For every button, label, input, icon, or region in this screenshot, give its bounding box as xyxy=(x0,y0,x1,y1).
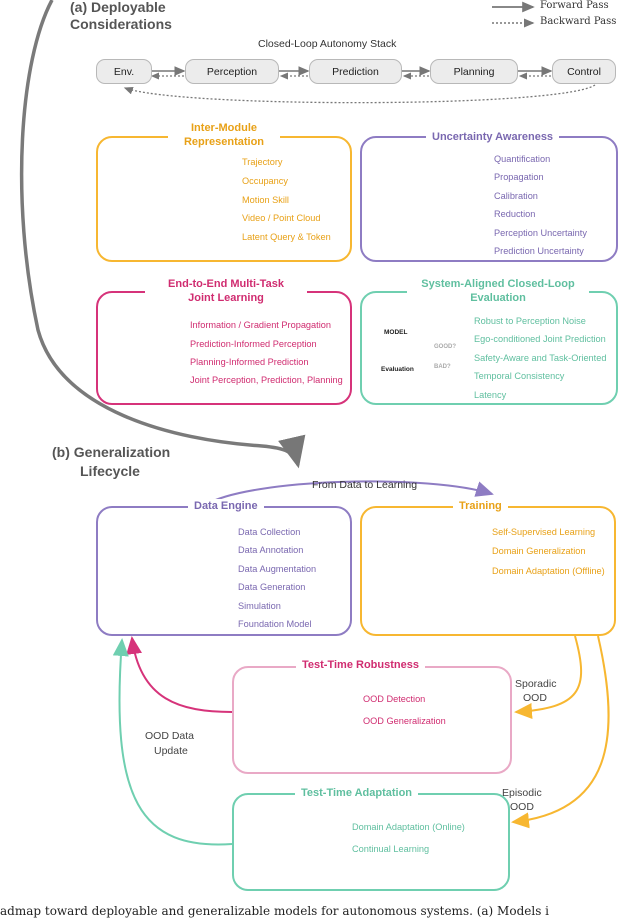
inter-module-item: Trajectory xyxy=(242,157,283,167)
eval-icon-model: MODEL xyxy=(384,329,408,336)
data-engine-box xyxy=(96,506,352,636)
data-engine-item: Data Collection xyxy=(238,527,301,537)
e2e-item: Joint Perception, Prediction, Planning xyxy=(190,375,343,385)
eval-box xyxy=(360,291,618,405)
data-engine-title: Data Engine xyxy=(188,499,264,514)
robustness-item: OOD Detection xyxy=(363,694,426,704)
eval-icon-bad: BAD? xyxy=(434,364,451,370)
inter-module-item: Occupancy xyxy=(242,176,288,186)
data-to-learning-arrow xyxy=(204,480,494,506)
section-b-label-line1: (b) Generalization xyxy=(52,444,171,460)
uncertainty-item: Quantification xyxy=(494,154,551,164)
sporadic-label-line1: Sporadic xyxy=(515,678,557,690)
section-a-label-line2: Considerations xyxy=(70,16,172,32)
adaptation-item: Domain Adaptation (Online) xyxy=(352,822,465,832)
inter-module-title-line2: Representation xyxy=(183,136,265,149)
adaptation-box xyxy=(232,793,510,891)
e2e-title-line1: End-to-End Multi-Task xyxy=(168,278,284,290)
eval-title-line1: System-Aligned Closed-Loop xyxy=(421,278,575,290)
uncertainty-item: Reduction xyxy=(494,209,536,219)
data-engine-item: Data Generation xyxy=(238,582,306,592)
data-engine-item: Simulation xyxy=(238,601,281,611)
sporadic-label-line2: OOD xyxy=(523,692,547,704)
ood-update-label-line1: OOD Data xyxy=(145,730,195,742)
training-title: Training xyxy=(453,499,508,514)
training-item: Domain Generalization xyxy=(492,546,586,556)
uncertainty-item: Prediction Uncertainty xyxy=(494,246,584,256)
stack-node-env: Env. xyxy=(96,59,152,84)
training-item: Self-Supervised Learning xyxy=(492,527,596,537)
e2e-item: Information / Gradient Propagation xyxy=(190,320,331,330)
eval-item: Safety-Aware and Task-Oriented xyxy=(474,353,607,363)
inter-module-box xyxy=(96,136,352,262)
robustness-title: Test-Time Robustness xyxy=(296,658,425,673)
legend-backward-label: Backward Pass xyxy=(540,16,617,27)
eval-icon-good: GOOD? xyxy=(434,344,456,350)
robustness-box xyxy=(232,666,512,774)
stack-node-perception: Perception xyxy=(185,59,279,84)
section-b-label-line2: Lifecycle xyxy=(80,463,140,479)
episodic-label-line1: Episodic xyxy=(502,787,542,799)
ood-update-arrow xyxy=(112,638,233,846)
caption: admap toward deployable and generalizabl… xyxy=(0,904,549,918)
uncertainty-title: Uncertainty Awareness xyxy=(426,130,560,145)
e2e-title: End-to-End Multi-Task Joint Learning xyxy=(145,277,307,306)
eval-title: System-Aligned Closed-Loop Evaluation xyxy=(407,277,589,306)
inter-module-item: Video / Point Cloud xyxy=(242,213,321,223)
stack-node-control: Control xyxy=(552,59,616,84)
episodic-ood-arrow xyxy=(511,635,610,829)
uncertainty-item: Calibration xyxy=(494,191,538,201)
data-engine-item: Foundation Model xyxy=(238,619,312,629)
section-a-label-line1: (a) Deployable xyxy=(70,0,166,15)
episodic-label-line2: OOD xyxy=(510,801,534,813)
eval-item: Latency xyxy=(474,390,507,400)
training-item: Domain Adaptation (Offline) xyxy=(492,566,605,576)
sporadic-ood-arrow xyxy=(514,635,583,719)
eval-icon-evaluation: Evaluation xyxy=(381,366,414,373)
robustness-item: OOD Generalization xyxy=(363,716,446,726)
lifecycle-arc xyxy=(19,0,306,469)
inter-module-item: Latent Query & Token xyxy=(242,232,331,242)
flow-label: From Data to Learning xyxy=(312,479,418,491)
e2e-item: Prediction-Informed Perception xyxy=(190,339,317,349)
eval-item: Ego-conditioned Joint Prediction xyxy=(474,334,606,344)
legend-forward-label: Forward Pass xyxy=(540,0,609,11)
inter-module-title-line1: Inter-Module xyxy=(191,122,257,134)
stack-node-prediction: Prediction xyxy=(309,59,402,84)
uncertainty-item: Perception Uncertainty xyxy=(494,228,587,238)
data-engine-item: Data Augmentation xyxy=(238,564,317,574)
uncertainty-item: Propagation xyxy=(494,172,544,182)
inter-module-item: Motion Skill xyxy=(242,195,289,205)
stack-title: Closed-Loop Autonomy Stack xyxy=(258,38,397,50)
ood-update-label-line2: Update xyxy=(154,745,188,757)
adaptation-item: Continual Learning xyxy=(352,844,430,854)
training-box xyxy=(360,506,616,636)
e2e-title-line2: Joint Learning xyxy=(188,292,264,305)
inter-module-title: Inter-Module Representation xyxy=(168,121,280,150)
adaptation-title: Test-Time Adaptation xyxy=(295,786,419,801)
eval-item: Robust to Perception Noise xyxy=(474,316,586,326)
robustness-feedback-arrow xyxy=(126,636,233,713)
eval-item: Temporal Consistency xyxy=(474,371,565,381)
stack-node-planning: Planning xyxy=(430,59,518,84)
eval-title-line2: Evaluation xyxy=(470,292,526,305)
e2e-item: Planning-Informed Prediction xyxy=(190,357,309,367)
uncertainty-box xyxy=(360,136,618,262)
data-engine-item: Data Annotation xyxy=(238,545,304,555)
